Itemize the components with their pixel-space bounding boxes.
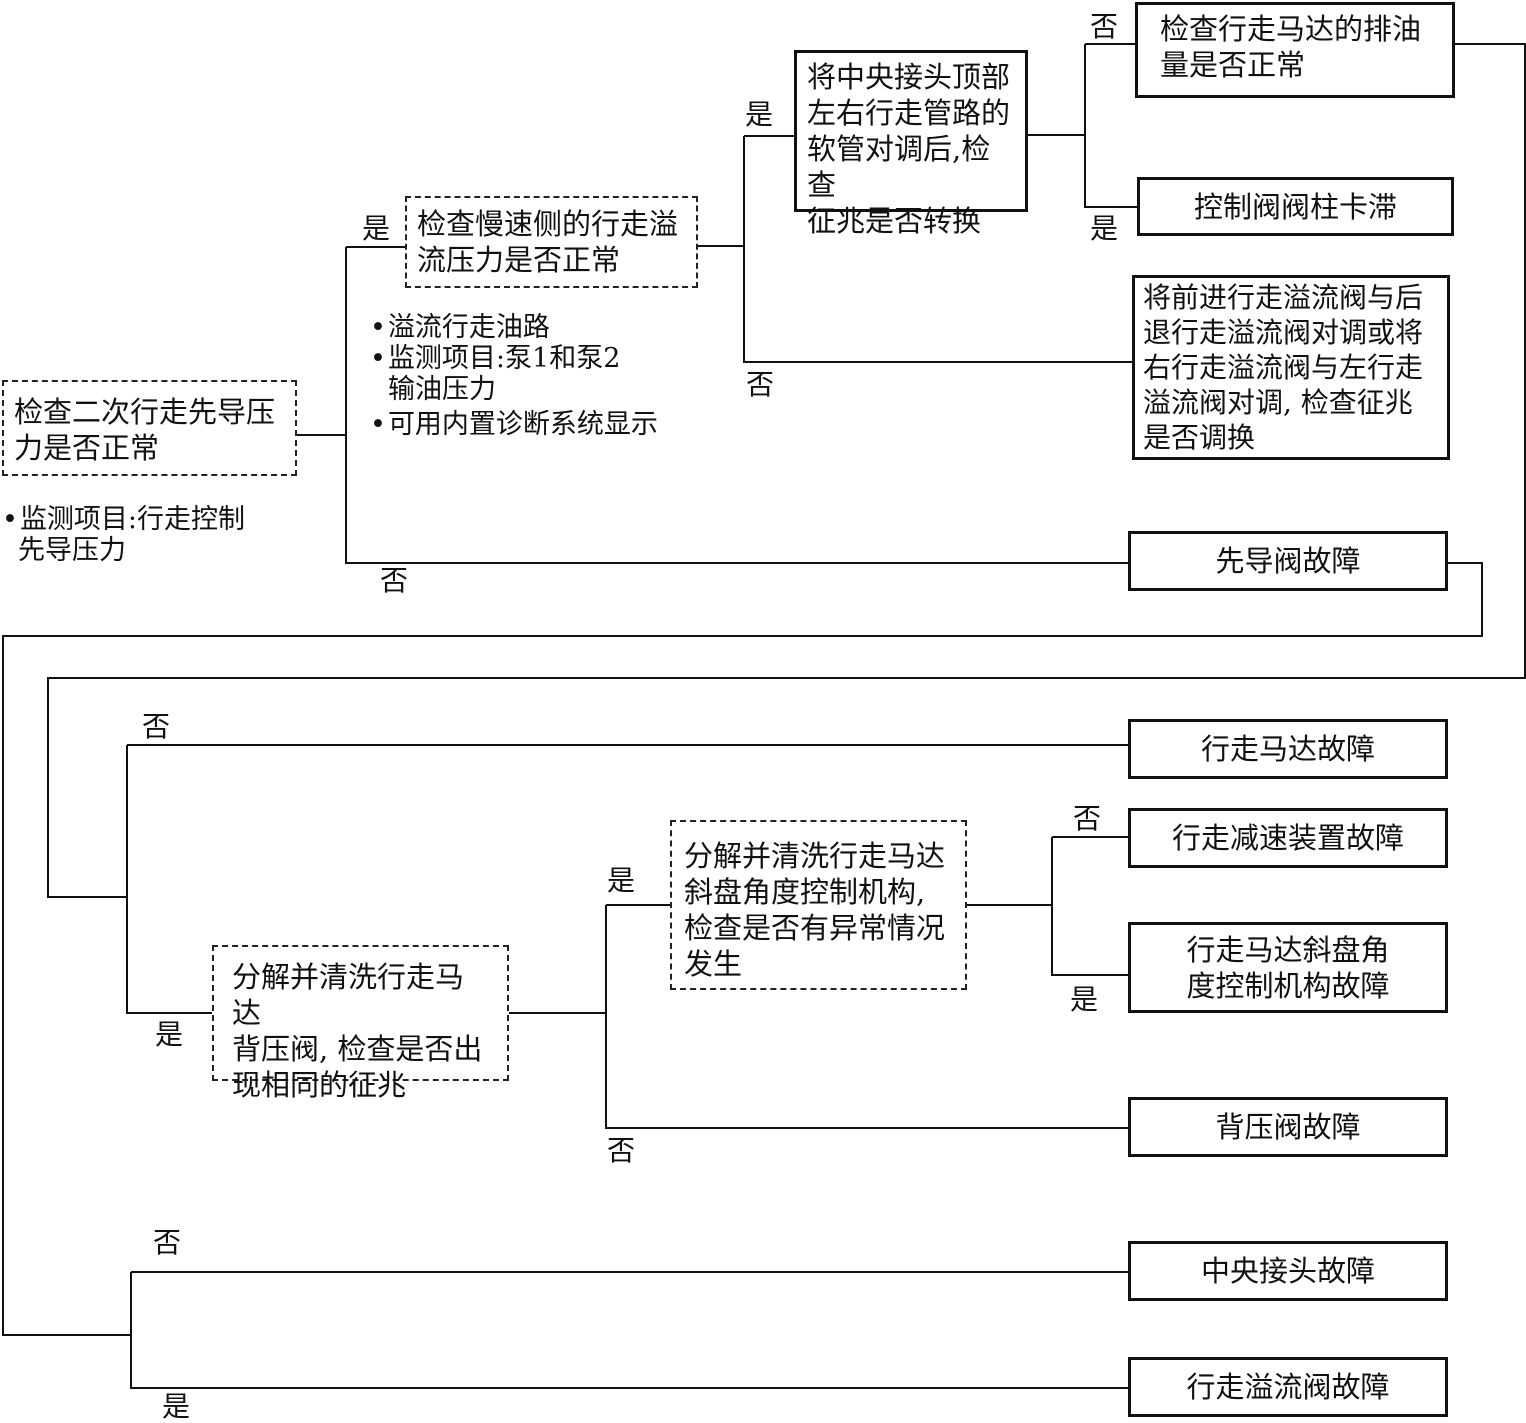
box-line: 分解并清洗行走马达 — [684, 839, 946, 873]
note-item: 溢流行走油路 — [370, 312, 658, 343]
yes-label: 是 — [607, 864, 636, 897]
result-text: 先导阀故障 — [1215, 544, 1361, 578]
box-line: 溢流阀对调, 检查征兆 — [1143, 386, 1413, 419]
result-text: 行走溢流阀故障 — [1186, 1370, 1390, 1404]
box-line: 是否调换 — [1143, 421, 1256, 454]
box-line: 检查慢速侧的行走溢 — [417, 207, 679, 241]
no-label: 否 — [746, 368, 775, 401]
relief-valve-fault-result: 行走溢流阀故障 — [1128, 1357, 1448, 1417]
box-line: 将前进行走溢流阀与后 — [1143, 281, 1424, 314]
box-line: 检查行走马达的排油 — [1160, 12, 1422, 46]
no-label: 否 — [153, 1226, 182, 1259]
yes-label: 是 — [1090, 212, 1119, 245]
swap-relief-valves-box: 将前进行走溢流阀与后 退行走溢流阀对调或将 右行走溢流阀与左行走 溢流阀对调, … — [1132, 275, 1450, 460]
no-label: 否 — [607, 1134, 636, 1167]
box-line: 左右行走管路的 — [807, 96, 1011, 130]
note-item: 监测项目:行走控制 — [2, 504, 245, 535]
yes-label: 是 — [745, 98, 774, 131]
result-text: 行走马达故障 — [1200, 732, 1375, 766]
result-text: 背压阀故障 — [1215, 1110, 1361, 1144]
box-line: 软管对调后,检查 — [807, 132, 991, 202]
box-line: 流压力是否正常 — [417, 243, 621, 277]
center-joint-fault-result: 中央接头故障 — [1128, 1241, 1448, 1301]
pilot-notes: 监测项目:行走控制 先导压力 — [2, 504, 245, 566]
disassemble-back-pressure-box: 分解并清洗行走马达 背压阀, 检查是否出 现相同的征兆 — [212, 945, 509, 1102]
note-item-cont: 先导压力 — [18, 535, 126, 566]
check-pilot-pressure-box: 检查二次行走先导压 力是否正常 — [2, 380, 297, 476]
check-relief-pressure-box: 检查慢速侧的行走溢 流压力是否正常 — [405, 196, 698, 288]
no-label: 否 — [1073, 802, 1102, 835]
note-item-cont: 输油压力 — [388, 374, 496, 405]
result-text: 控制阀阀柱卡滞 — [1193, 189, 1397, 224]
pilot-valve-fault-result: 先导阀故障 — [1128, 531, 1448, 591]
box-line: 现相同的征兆 — [232, 1068, 407, 1102]
box-line: 分解并清洗行走马达 — [232, 960, 465, 1030]
note-item: 可用内置诊断系统显示 — [370, 409, 658, 440]
box-line: 检查二次行走先导压 — [14, 395, 276, 429]
box-line: 量是否正常 — [1160, 48, 1306, 82]
check-motor-displacement-box: 检查行走马达的排油 量是否正常 — [1135, 2, 1455, 98]
box-line: 退行走溢流阀对调或将 — [1143, 316, 1424, 349]
box-line: 背压阀, 检查是否出 — [232, 1032, 483, 1066]
disassemble-swash-box: 分解并清洗行走马达 斜盘角度控制机构, 检查是否有异常情况 发生 — [670, 820, 967, 990]
box-line: 斜盘角度控制机构, — [684, 875, 926, 909]
reducer-fault-result: 行走减速装置故障 — [1128, 808, 1448, 868]
box-line: 力是否正常 — [14, 431, 160, 465]
box-line: 发生 — [684, 947, 743, 981]
yes-label: 是 — [155, 1018, 184, 1051]
travel-motor-fault-result: 行走马达故障 — [1128, 719, 1448, 779]
box-line: 度控制机构故障 — [1186, 968, 1390, 1003]
yes-label: 是 — [1070, 983, 1099, 1016]
box-line: 行走马达斜盘角 — [1186, 932, 1390, 967]
no-label: 否 — [380, 564, 409, 597]
result-text: 行走减速装置故障 — [1171, 821, 1404, 855]
yes-label: 是 — [162, 1390, 191, 1423]
no-label: 否 — [142, 710, 171, 743]
box-line: 将中央接头顶部 — [807, 60, 1011, 94]
back-pressure-valve-fault-result: 背压阀故障 — [1128, 1097, 1448, 1157]
yes-label: 是 — [362, 212, 391, 245]
box-line: 检查是否有异常情况 — [684, 911, 946, 945]
spool-stuck-result: 控制阀阀柱卡滞 — [1137, 177, 1454, 236]
note-item: 监测项目:泵1和泵2 — [370, 343, 658, 374]
box-line: 右行走溢流阀与左行走 — [1143, 351, 1424, 384]
swap-hoses-box: 将中央接头顶部 左右行走管路的 软管对调后,检查 征兆是否转换 — [794, 50, 1028, 238]
swash-control-fault-result: 行走马达斜盘角 度控制机构故障 — [1128, 922, 1448, 1013]
box-line: 征兆是否转换 — [807, 204, 982, 238]
result-text: 中央接头故障 — [1200, 1254, 1375, 1288]
relief-notes: 溢流行走油路 监测项目:泵1和泵2 输油压力 可用内置诊断系统显示 — [370, 312, 658, 440]
no-label: 否 — [1090, 10, 1119, 43]
